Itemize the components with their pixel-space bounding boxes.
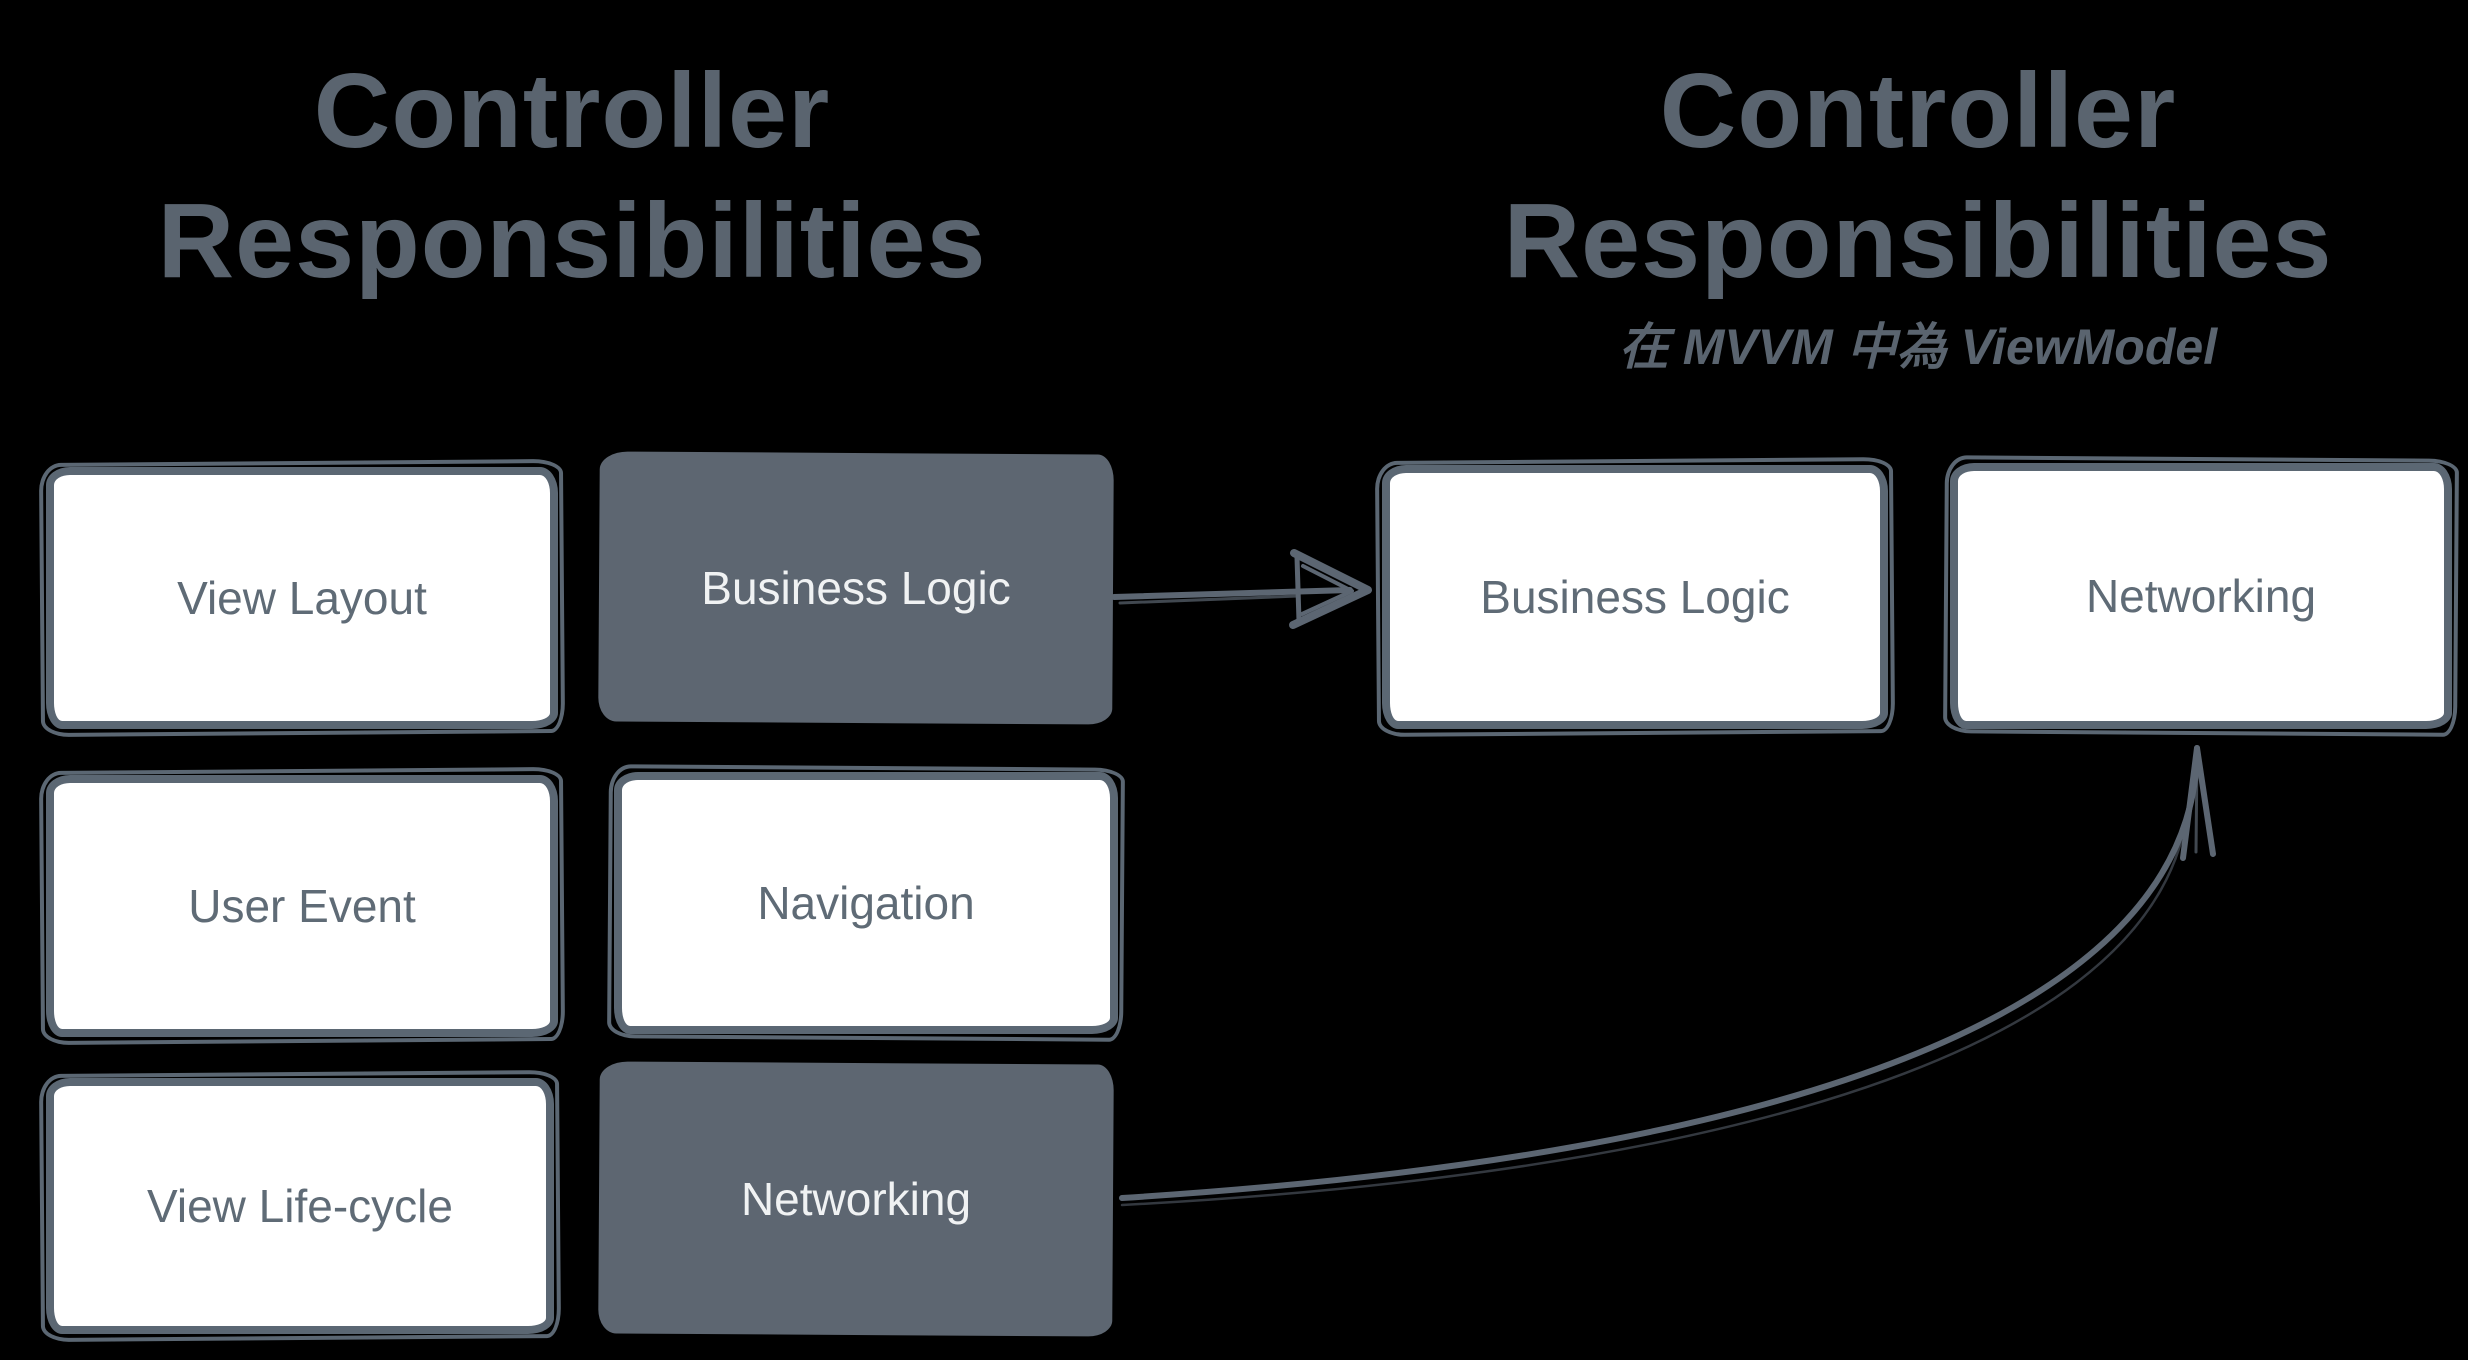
box-view-lifecycle: View Life-cycle (46, 1078, 554, 1334)
box-networking-dark: Networking (606, 1070, 1106, 1328)
right-diagram-title: Controller Responsibilities 在 MVVM 中為 Vi… (1408, 46, 2428, 377)
box-view-layout: View Layout (46, 467, 558, 729)
box-user-event-label: User Event (188, 880, 416, 932)
box-view-layout-label: View Layout (177, 572, 427, 624)
box-navigation-label: Navigation (757, 877, 975, 929)
box-business-logic-dark-label: Business Logic (701, 562, 1011, 614)
arrow-business-logic (1111, 549, 1372, 629)
box-business-logic-right: Business Logic (1382, 465, 1888, 729)
box-networking-right: Networking (1950, 463, 2452, 729)
left-diagram-title: Controller Responsibilities (62, 46, 1082, 307)
right-title-line1: Controller (1659, 52, 2177, 170)
left-title-line1: Controller (313, 52, 831, 170)
box-networking-dark-label: Networking (740, 1173, 972, 1225)
arrow-networking (1119, 745, 2216, 1207)
right-title-line2: Responsibilities (1503, 182, 2333, 301)
right-title-subtitle: 在 MVVM 中為 ViewModel (1618, 318, 2218, 375)
box-business-logic-right-label: Business Logic (1480, 571, 1790, 623)
box-user-event: User Event (46, 775, 558, 1037)
box-networking-right-label: Networking (2085, 570, 2317, 622)
box-view-lifecycle-label: View Life-cycle (147, 1180, 453, 1232)
box-business-logic-dark: Business Logic (606, 460, 1106, 716)
box-navigation: Navigation (614, 772, 1118, 1034)
left-title-line2: Responsibilities (157, 182, 987, 301)
